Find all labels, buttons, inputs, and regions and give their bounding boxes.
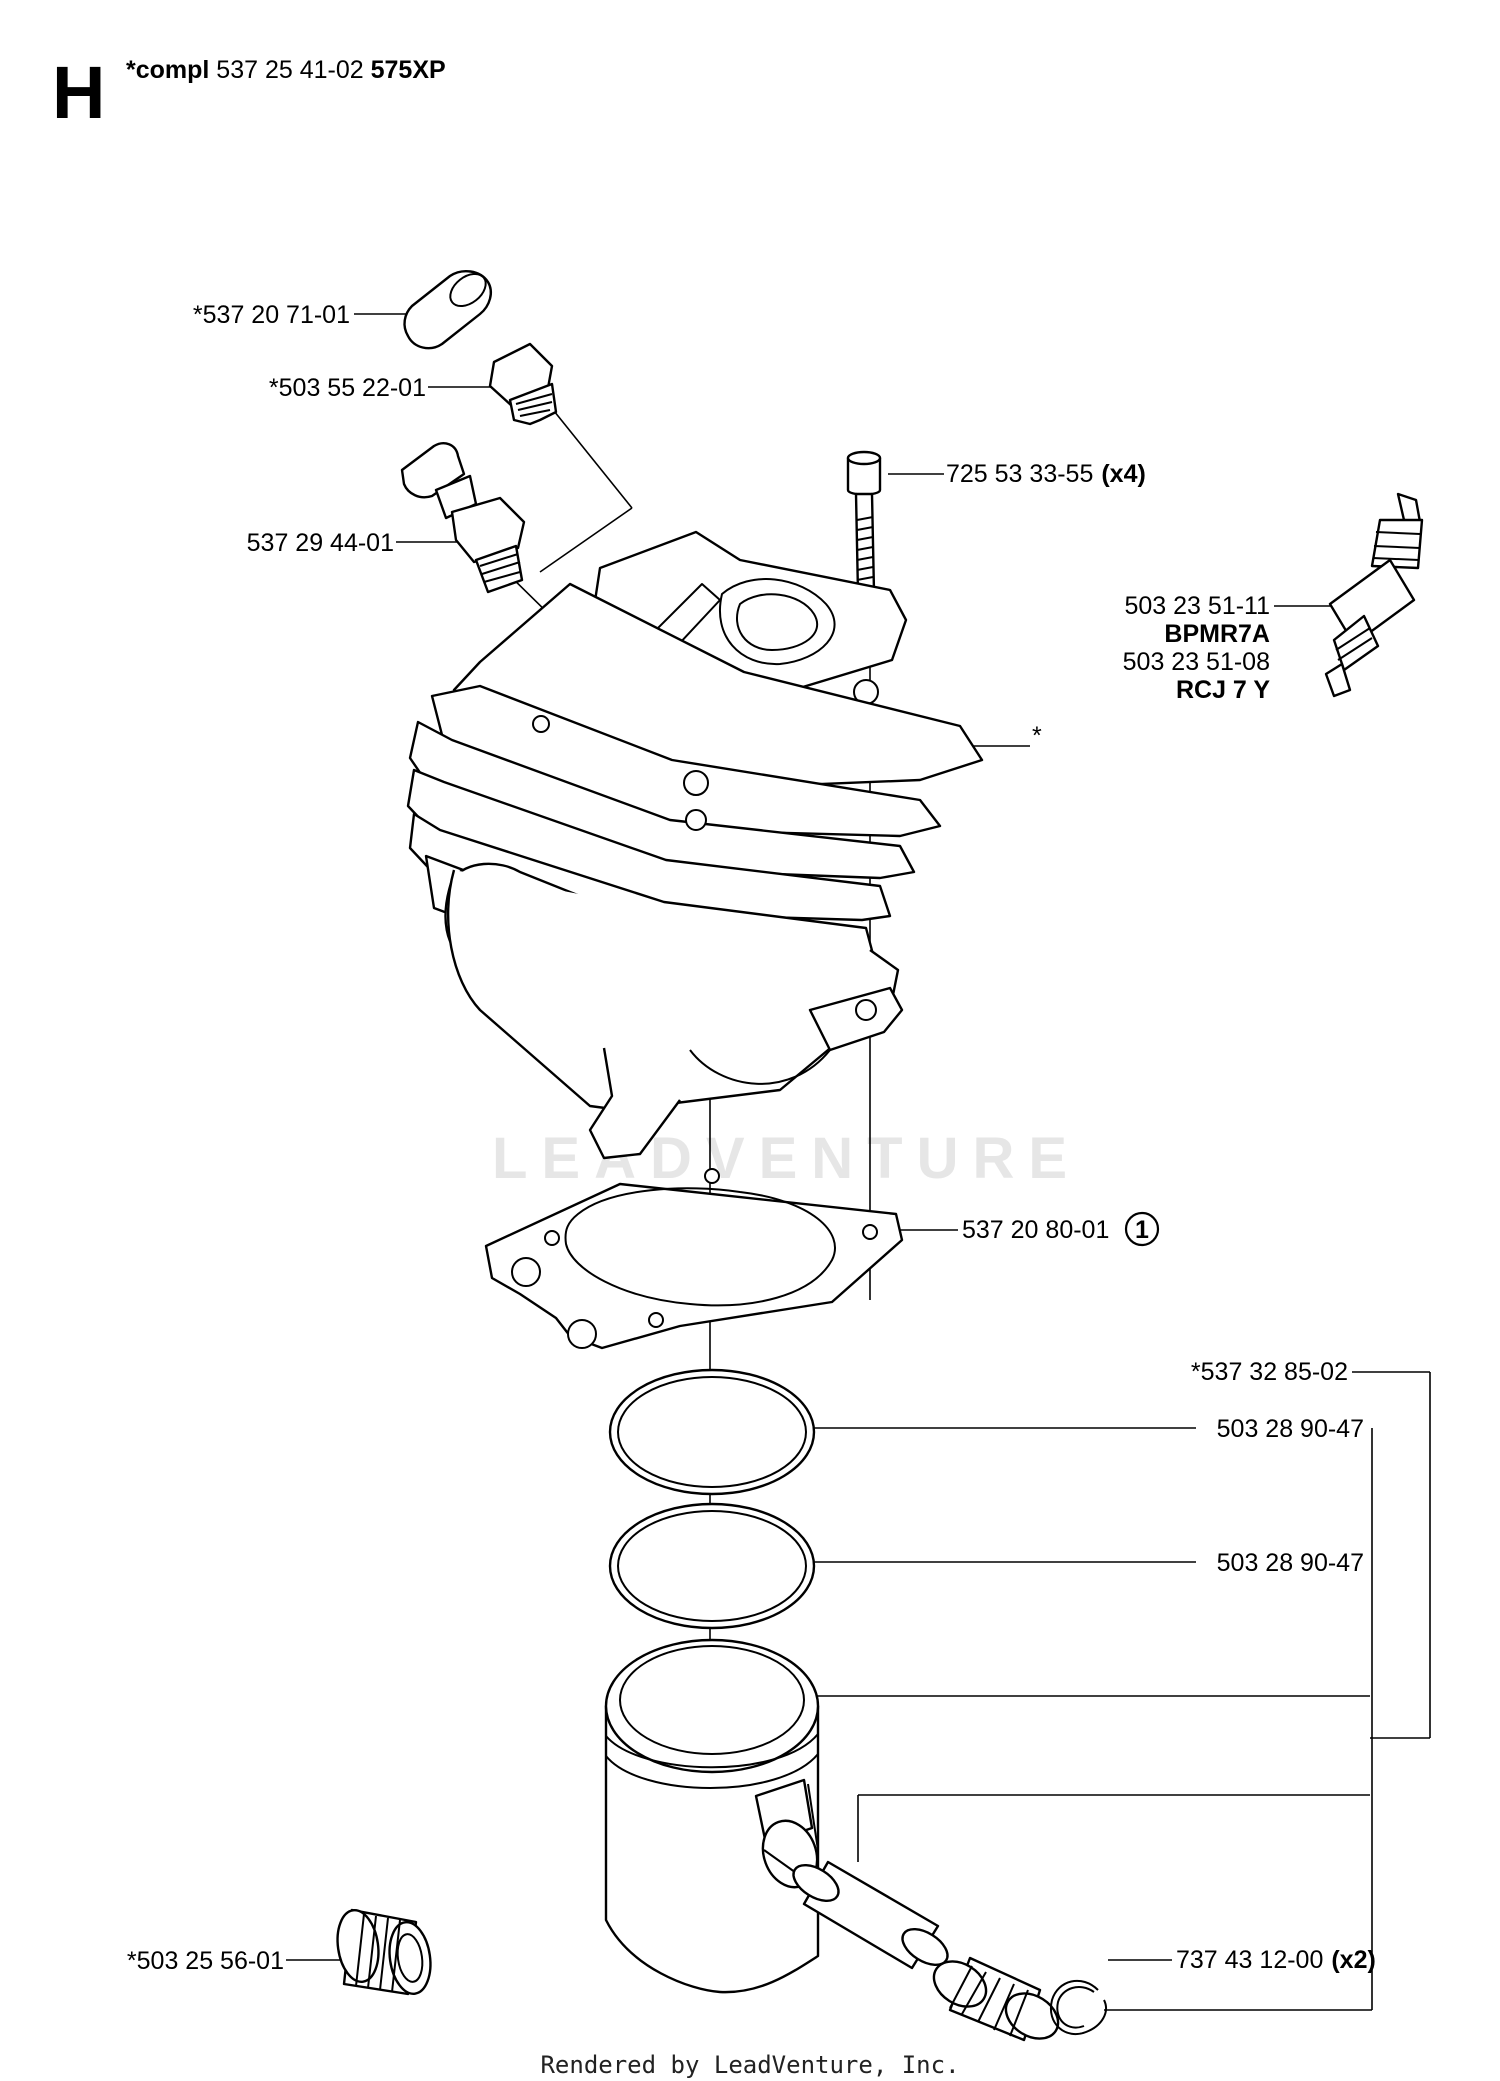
adjuster-part (400, 442, 526, 594)
callout-decompression-valve: *503 55 22-01 (269, 374, 426, 402)
needle-bearing-piston-part (932, 1956, 1060, 2042)
piston-ring-bottom-part (608, 1502, 816, 1630)
note-badge: 1 (1124, 1211, 1160, 1247)
watermark: LEADVENTURE (492, 1126, 1081, 1191)
screw-part (846, 450, 882, 596)
piston-pin-part (792, 1860, 949, 1970)
needle-bearing-part (336, 1908, 432, 1996)
callout-screw: 725 53 33-55(x4) (946, 460, 1146, 488)
callout-ring-1: 503 28 90-47 (1217, 1415, 1364, 1443)
callout-spark-plug-1: 503 23 51-11 (1125, 592, 1271, 620)
callout-spark-plug-2: 503 23 51-08 (1123, 648, 1270, 676)
callout-needle-bearing: *503 25 56-01 (127, 1947, 284, 1975)
callout-spark-plug-2-type: RCJ 7 Y (1176, 676, 1270, 704)
cylinder-part (406, 530, 984, 1160)
callout-adjuster: 537 29 44-01 (247, 529, 394, 557)
page-title: *compl 537 25 41-02 575XP (126, 56, 446, 84)
callout-cap: *537 20 71-01 (193, 301, 350, 329)
callout-gasket: 537 20 80-01 (962, 1216, 1109, 1244)
footer-credit: Rendered by LeadVenture, Inc. (540, 2051, 959, 2079)
decompression-valve-part (488, 342, 558, 426)
gasket-part (484, 1168, 904, 1350)
svg-text:1: 1 (1135, 1216, 1149, 1244)
piston-ring-top-part (608, 1368, 816, 1496)
spark-plug-part (1324, 492, 1424, 698)
callout-spark-plug-1-type: BPMR7A (1164, 620, 1270, 648)
callout-labels: *537 20 71-01 *503 55 22-01 537 29 44-01… (127, 301, 1376, 1975)
callout-circlip: 737 43 12-00(x2) (1176, 1946, 1376, 1974)
cap-part (403, 270, 492, 350)
circlip-part (1049, 1980, 1107, 2035)
callout-piston-kit: *537 32 85-02 (1191, 1358, 1348, 1386)
callout-ring-2: 503 28 90-47 (1217, 1549, 1364, 1577)
piston-part (604, 1638, 820, 1994)
callout-cylinder: * (1032, 722, 1042, 750)
section-letter: H (52, 51, 105, 134)
